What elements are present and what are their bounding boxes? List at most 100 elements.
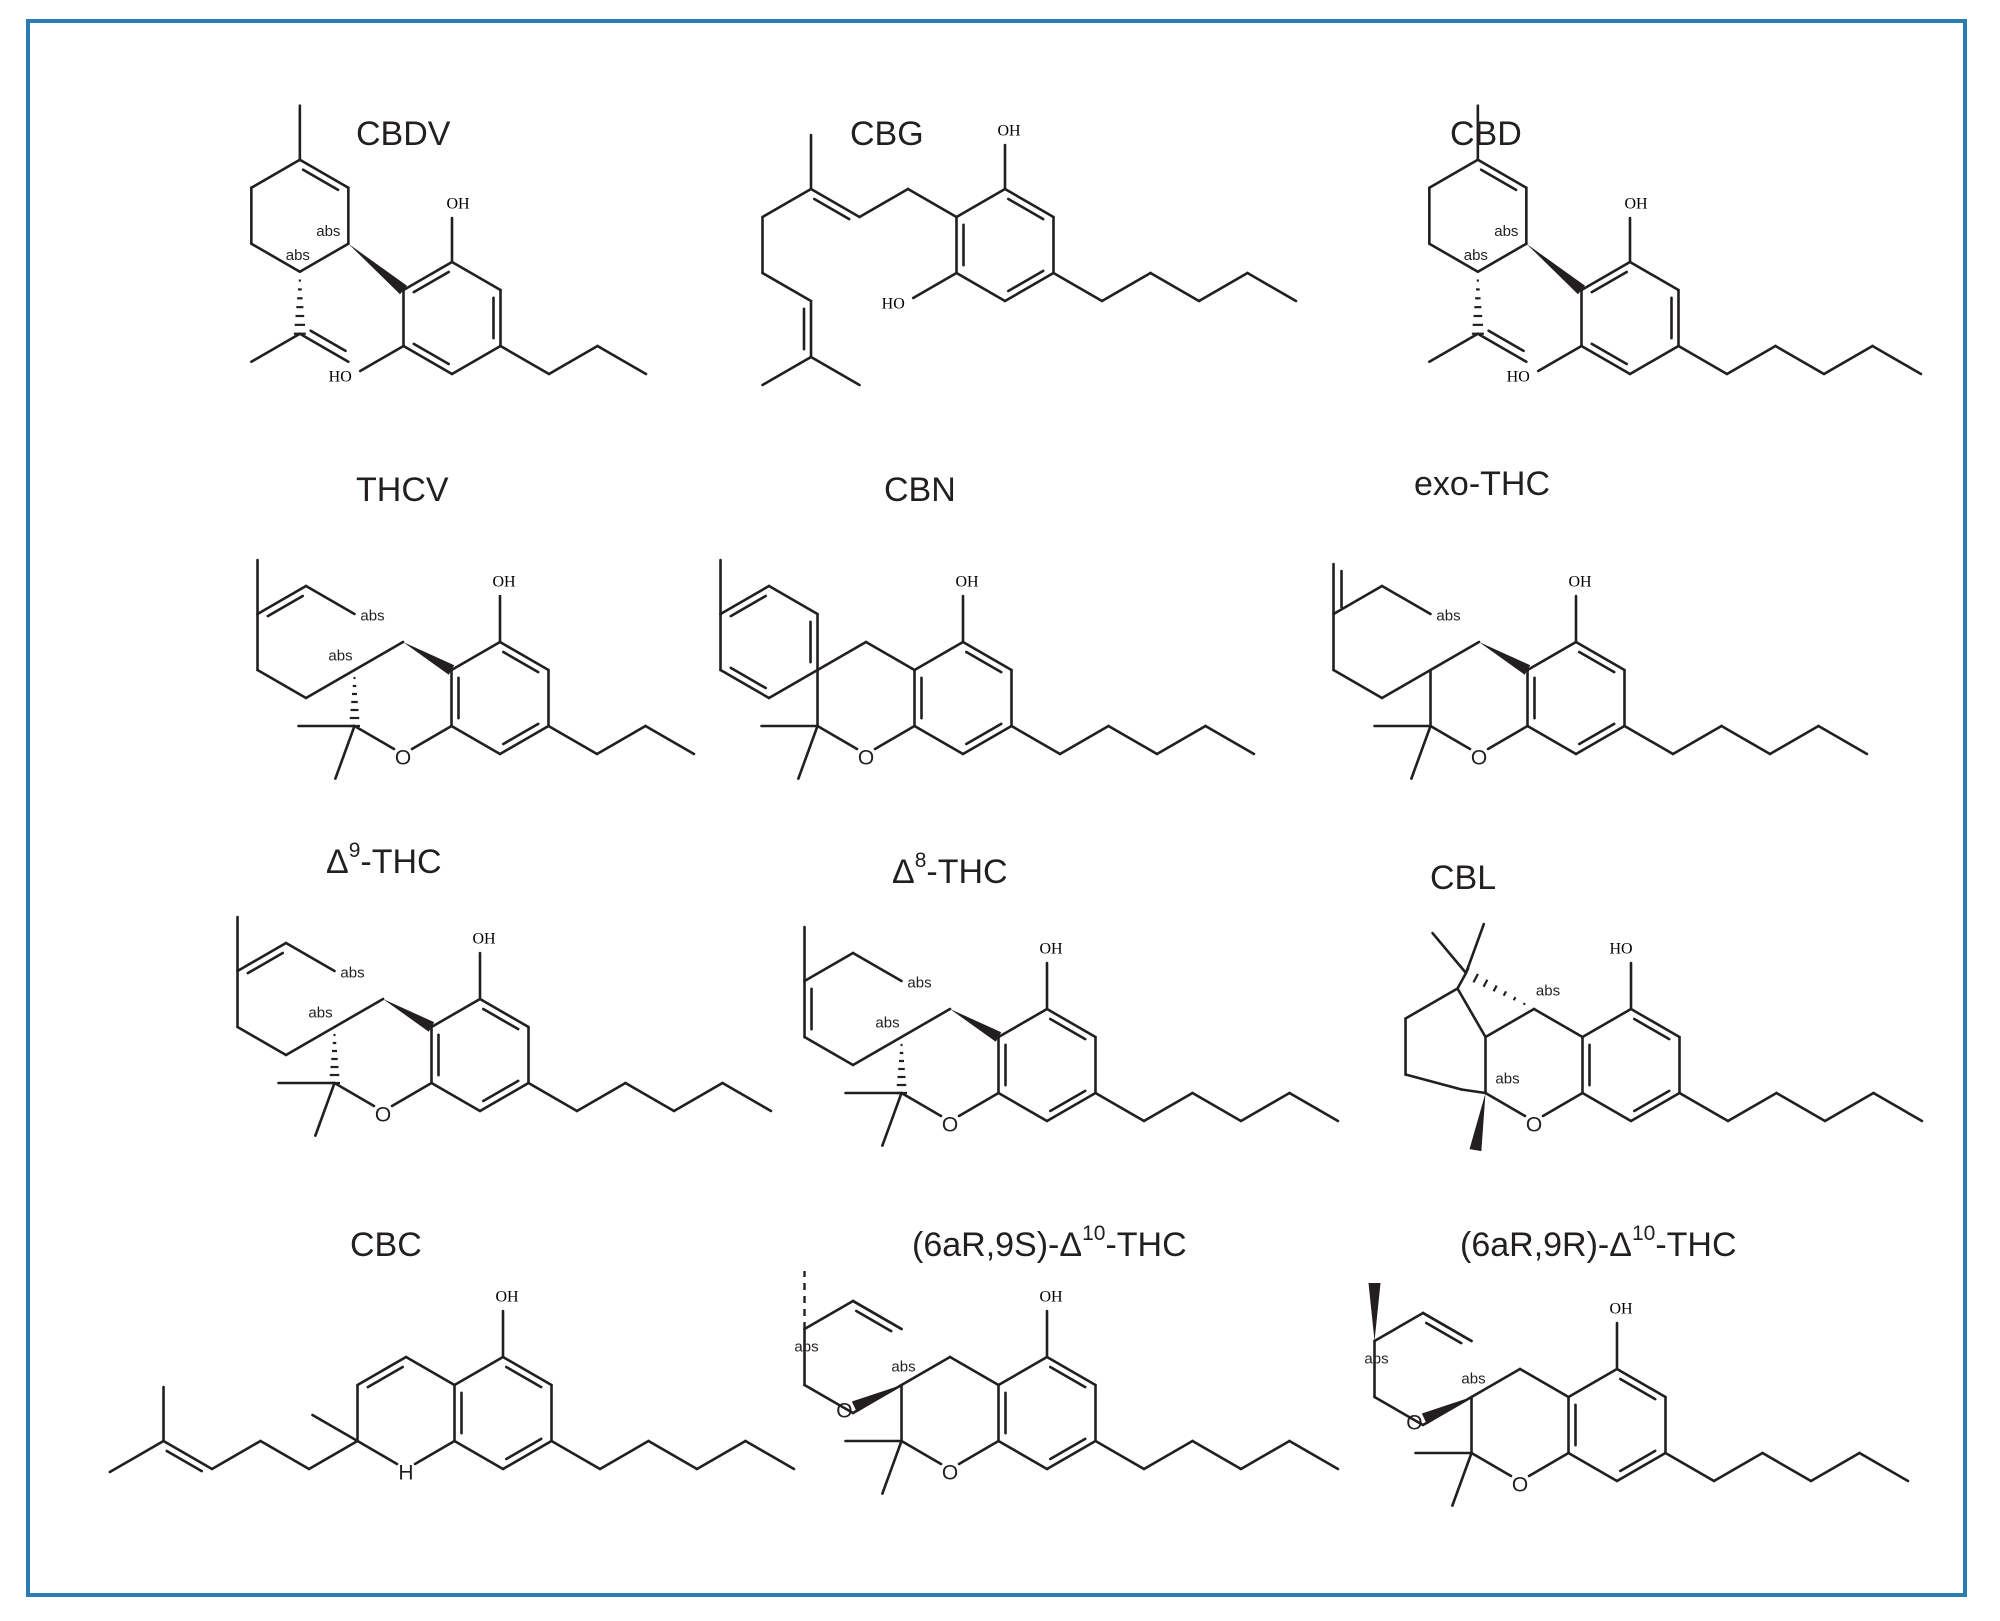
bond — [1527, 1451, 1570, 1478]
bond — [644, 724, 696, 756]
bond — [1580, 260, 1632, 292]
bond — [761, 187, 813, 219]
bond — [108, 1439, 165, 1474]
stereo-label: abs — [1464, 247, 1488, 264]
bond — [1526, 640, 1578, 672]
bond — [314, 1081, 336, 1137]
atom-label: OH — [1039, 1289, 1063, 1306]
bond — [250, 158, 302, 190]
wedge-bond — [1469, 1093, 1486, 1152]
bond — [961, 724, 1013, 756]
bond — [311, 1413, 359, 1443]
ring-oxygen: O — [1526, 1114, 1542, 1137]
bond — [501, 1355, 553, 1387]
molecule-name: CBG — [850, 115, 924, 153]
bond — [900, 1355, 952, 1387]
bond — [353, 640, 405, 672]
bond — [1142, 1091, 1194, 1123]
stereo-label: abs — [794, 1339, 818, 1356]
bond — [997, 1091, 1049, 1123]
molecule-name: (6aR,9R)-Δ10-THC — [1460, 1222, 1737, 1265]
bond — [1421, 1311, 1473, 1343]
bond — [284, 941, 336, 973]
bond — [478, 1081, 530, 1113]
bond — [1809, 1451, 1861, 1483]
bond — [1428, 158, 1480, 190]
bond — [450, 724, 502, 756]
bond — [809, 355, 861, 387]
bond — [816, 724, 859, 751]
bond — [1725, 344, 1777, 376]
bond — [761, 355, 813, 387]
double-bond-inner — [729, 666, 768, 690]
stereo-label: abs — [328, 648, 352, 665]
bond — [961, 640, 1013, 672]
bond — [1822, 344, 1874, 376]
wedge-bond — [403, 642, 455, 675]
molecule-name: CBDV — [356, 115, 451, 153]
ring-oxygen: O — [942, 1462, 958, 1485]
bond — [1460, 1088, 1487, 1095]
molecule-name: CBC — [350, 1226, 422, 1264]
bond — [744, 1439, 796, 1471]
bond — [1871, 344, 1923, 376]
double-bond-inner — [309, 329, 347, 353]
bond — [1094, 1439, 1146, 1471]
stereo-label: abs — [1495, 1071, 1519, 1088]
bond — [1197, 271, 1249, 303]
bond — [236, 941, 288, 973]
bond — [1003, 271, 1055, 303]
bond — [1404, 1073, 1463, 1091]
bond — [1615, 1367, 1667, 1399]
double-bond-inner — [1632, 1017, 1671, 1041]
bond — [596, 344, 648, 376]
bond — [1628, 344, 1680, 376]
bond — [404, 1355, 456, 1387]
bond — [527, 1081, 579, 1113]
bond — [1332, 584, 1384, 616]
bond — [1003, 187, 1055, 219]
bond — [1536, 344, 1583, 373]
double-bond-inner — [1590, 270, 1629, 294]
bond — [298, 158, 350, 190]
double-bond-inner — [301, 168, 340, 192]
double-bond-inner — [964, 722, 1003, 746]
bond — [210, 1439, 262, 1471]
atom-label: OH — [492, 574, 516, 591]
atom-label: OH — [1624, 196, 1648, 213]
bond — [1470, 1451, 1513, 1478]
bond — [1191, 1091, 1243, 1123]
double-bond-inner — [1577, 650, 1616, 674]
bond — [236, 1025, 288, 1057]
bond — [575, 1081, 627, 1113]
atom-label: HO — [1507, 369, 1530, 386]
bond — [478, 997, 530, 1029]
bond — [1239, 1091, 1291, 1123]
double-bond-inner — [1424, 1321, 1463, 1345]
stereo-label: abs — [907, 975, 931, 992]
bond — [906, 187, 958, 219]
bond — [356, 1439, 399, 1466]
bond — [450, 260, 502, 292]
bond — [1581, 1007, 1633, 1039]
bond — [900, 1007, 952, 1039]
bond — [1476, 242, 1528, 274]
bond — [955, 187, 1007, 219]
bond — [1404, 987, 1459, 1020]
bond — [767, 584, 819, 616]
double-bond-inner — [501, 650, 540, 674]
stereo-label: abs — [1436, 608, 1460, 625]
bond — [1107, 724, 1159, 756]
bond — [450, 344, 502, 376]
molecule-name: Δ8-THC — [892, 849, 1008, 892]
bond — [864, 640, 916, 672]
bond — [1142, 1439, 1194, 1471]
double-bond-inner — [165, 1449, 204, 1473]
stereo-label: abs — [340, 965, 364, 982]
wedge-bond — [1421, 1397, 1472, 1425]
bond — [1410, 724, 1432, 780]
